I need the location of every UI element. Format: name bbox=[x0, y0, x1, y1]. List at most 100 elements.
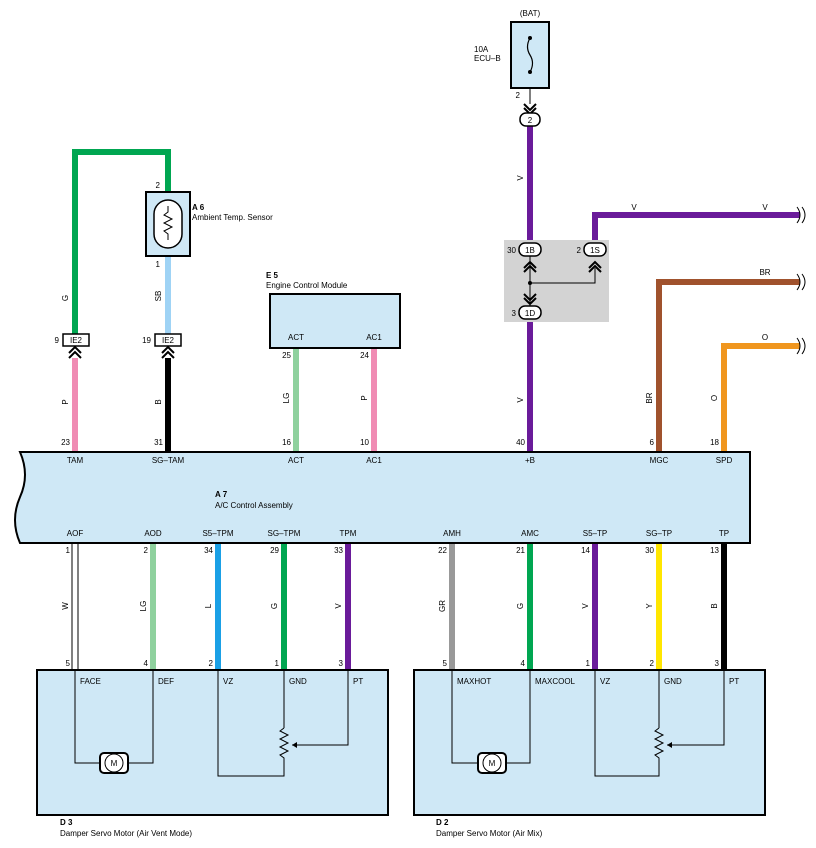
wire-v-branch bbox=[592, 212, 800, 245]
svg-text:B: B bbox=[710, 603, 719, 608]
wire-br bbox=[656, 279, 800, 452]
ac-assembly-name: A/C Control Assembly bbox=[215, 501, 293, 510]
svg-text:24: 24 bbox=[360, 351, 369, 360]
svg-text:40: 40 bbox=[516, 438, 525, 447]
svg-text:MGC: MGC bbox=[650, 456, 669, 465]
svg-text:VZ: VZ bbox=[223, 677, 233, 686]
wire-color-labels: G P SB B LG P V V V V BR BR O O W LG L G… bbox=[61, 175, 771, 612]
motor-d3-terminals: 5 FACE 4 DEF 2 VZ 1 GND 3 PT bbox=[66, 659, 364, 686]
motor-d3-box bbox=[36, 669, 389, 816]
sensor-pin-top: 2 bbox=[156, 181, 161, 190]
connector-arrow-icon bbox=[588, 260, 602, 273]
top-terminal-mgc: MGC 6 bbox=[650, 438, 669, 465]
svg-text:FACE: FACE bbox=[80, 677, 101, 686]
engine-control-module: E 5 Engine Control Module ACT AC1 25 24 bbox=[266, 271, 401, 360]
motor-d2-name: Damper Servo Motor (Air Mix) bbox=[436, 829, 543, 838]
svg-text:1S: 1S bbox=[590, 246, 600, 255]
sensor-id: A 6 bbox=[192, 203, 205, 212]
connector-2 bbox=[519, 112, 541, 127]
svg-text:GR: GR bbox=[438, 600, 447, 612]
connector-arrow-icon bbox=[523, 293, 537, 306]
svg-text:4: 4 bbox=[521, 659, 526, 668]
svg-text:G: G bbox=[61, 295, 70, 301]
connector-arrow-icon bbox=[161, 345, 175, 359]
svg-text:+B: +B bbox=[525, 456, 535, 465]
svg-text:16: 16 bbox=[282, 438, 291, 447]
svg-text:V: V bbox=[516, 175, 525, 181]
svg-text:AMC: AMC bbox=[521, 529, 539, 538]
svg-text:O: O bbox=[710, 395, 719, 401]
svg-text:P: P bbox=[360, 395, 369, 400]
svg-text:L: L bbox=[204, 603, 213, 608]
svg-text:2: 2 bbox=[650, 659, 655, 668]
motor-d2-id: D 2 bbox=[436, 818, 449, 827]
svg-text:3: 3 bbox=[339, 659, 344, 668]
svg-text:6: 6 bbox=[650, 438, 655, 447]
svg-text:25: 25 bbox=[282, 351, 291, 360]
ambient-temp-sensor: 2 1 A 6 Ambient Temp. Sensor bbox=[145, 181, 273, 269]
sensor-name: Ambient Temp. Sensor bbox=[192, 213, 273, 222]
svg-text:W: W bbox=[61, 602, 70, 610]
motor-d3-id: D 3 bbox=[60, 818, 73, 827]
svg-text:18: 18 bbox=[710, 438, 719, 447]
motor-d3-name: Damper Servo Motor (Air Vent Mode) bbox=[60, 829, 192, 838]
svg-text:1: 1 bbox=[586, 659, 591, 668]
svg-text:19: 19 bbox=[142, 336, 151, 345]
svg-text:S5–TP: S5–TP bbox=[583, 529, 607, 538]
svg-text:4: 4 bbox=[144, 659, 149, 668]
svg-text:V: V bbox=[631, 203, 637, 212]
svg-text:3: 3 bbox=[715, 659, 720, 668]
svg-text:34: 34 bbox=[204, 546, 213, 555]
wire-o bbox=[721, 343, 800, 452]
wire-w-aof bbox=[71, 542, 79, 671]
svg-text:30: 30 bbox=[507, 246, 516, 255]
svg-text:O: O bbox=[762, 333, 768, 342]
svg-text:V: V bbox=[334, 603, 343, 609]
top-terminal-spd: SPD 18 bbox=[710, 438, 732, 465]
inline-connector-ie2-a: IE2 9 bbox=[55, 333, 90, 359]
svg-text:VZ: VZ bbox=[600, 677, 610, 686]
svg-text:IE2: IE2 bbox=[162, 336, 175, 345]
fuse-icon bbox=[526, 37, 534, 73]
motor-d2-terminals: 5 MAXHOT 4 MAXCOOL 1 VZ 2 GND 3 PT bbox=[443, 659, 740, 686]
damper-servo-motor-d3: 5 FACE 4 DEF 2 VZ 1 GND 3 PT M D 3 Dampe… bbox=[36, 659, 389, 838]
svg-text:B: B bbox=[154, 399, 163, 404]
svg-text:S5–TPM: S5–TPM bbox=[202, 529, 233, 538]
junction-connector: 1B 30 1S 2 1D 3 bbox=[504, 240, 609, 322]
svg-text:BR: BR bbox=[645, 392, 654, 403]
svg-text:10: 10 bbox=[360, 438, 369, 447]
svg-text:2: 2 bbox=[528, 116, 533, 125]
svg-text:SPD: SPD bbox=[716, 456, 733, 465]
bottom-terminal-tpm: TPM 33 bbox=[334, 529, 357, 555]
ac-assembly-box bbox=[14, 451, 751, 544]
bat-label: (BAT) bbox=[520, 9, 541, 18]
svg-text:Y: Y bbox=[645, 603, 654, 609]
svg-text:2: 2 bbox=[209, 659, 214, 668]
svg-text:5: 5 bbox=[443, 659, 448, 668]
svg-text:9: 9 bbox=[55, 336, 60, 345]
svg-text:2: 2 bbox=[577, 246, 582, 255]
svg-text:33: 33 bbox=[334, 546, 343, 555]
svg-text:22: 22 bbox=[438, 546, 447, 555]
svg-text:AC1: AC1 bbox=[366, 333, 382, 342]
svg-text:1: 1 bbox=[66, 546, 71, 555]
svg-text:LG: LG bbox=[282, 393, 291, 404]
svg-text:G: G bbox=[270, 603, 279, 609]
potentiometer-icon bbox=[278, 727, 290, 768]
svg-text:TAM: TAM bbox=[67, 456, 84, 465]
svg-text:M: M bbox=[111, 759, 118, 768]
wire-break-marks bbox=[796, 206, 806, 355]
bottom-terminal-amh: AMH 22 bbox=[438, 529, 461, 555]
svg-text:P: P bbox=[61, 399, 70, 404]
svg-text:ACT: ACT bbox=[288, 456, 304, 465]
svg-text:V: V bbox=[762, 203, 768, 212]
svg-text:TPM: TPM bbox=[340, 529, 357, 538]
svg-text:AMH: AMH bbox=[443, 529, 461, 538]
connector-arrow-icon bbox=[68, 345, 82, 359]
